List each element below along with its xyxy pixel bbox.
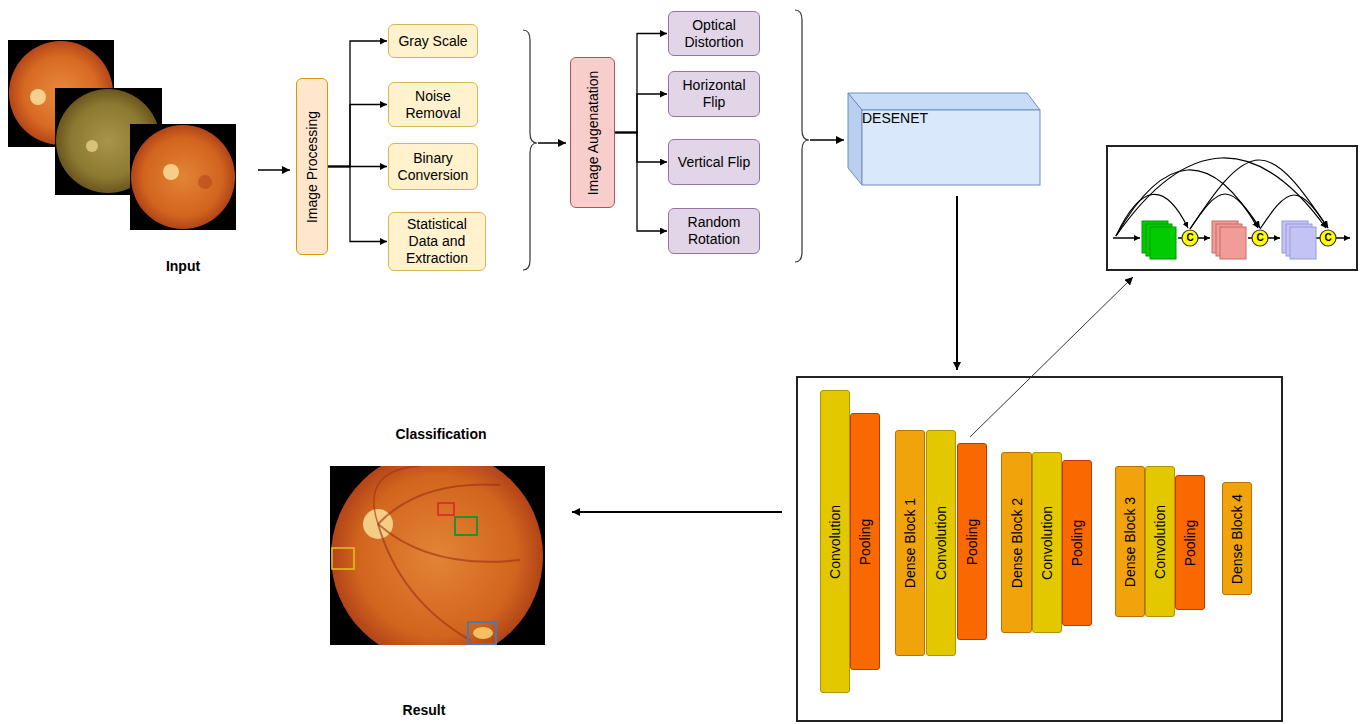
brace bbox=[523, 30, 537, 270]
flow-arrow bbox=[572, 511, 782, 513]
model-block: DESENET bbox=[862, 110, 1050, 185]
concat-circle: C bbox=[1319, 229, 1337, 247]
connector-arrow bbox=[1190, 160, 1328, 229]
step-box: Optical Distortion bbox=[668, 11, 760, 56]
caption-label: Classification bbox=[395, 426, 486, 442]
layer-bar: Dense Block 3 bbox=[1115, 466, 1145, 617]
node-label: Optical Distortion bbox=[673, 17, 755, 51]
layer-bar: Pooling bbox=[850, 413, 880, 670]
step-box: Horizontal Flip bbox=[668, 71, 760, 117]
concat-symbol: C bbox=[1256, 233, 1263, 243]
connector-arrow bbox=[615, 94, 667, 133]
connector-arrow bbox=[328, 167, 387, 242]
node-label: Dense Block 1 bbox=[902, 498, 919, 588]
caption-label: Input bbox=[166, 258, 200, 274]
connector-arrow bbox=[328, 41, 387, 167]
node-label: Horizontal Flip bbox=[673, 77, 755, 111]
process-box: Image Augenatation bbox=[570, 57, 615, 208]
step-box: Random Rotation bbox=[668, 208, 760, 254]
concat-symbol: C bbox=[1186, 233, 1193, 243]
node-label: Random Rotation bbox=[673, 214, 755, 248]
layer-bar: Convolution bbox=[926, 430, 956, 656]
flow-arrow bbox=[956, 196, 958, 370]
node-label: DESENET bbox=[862, 110, 1050, 127]
flow-arrow bbox=[538, 142, 566, 144]
layer-bar: Convolution bbox=[1145, 466, 1175, 617]
node-label: Gray Scale bbox=[398, 33, 467, 50]
layer-bar: Dense Block 4 bbox=[1222, 482, 1252, 595]
layer-bar: Dense Block 2 bbox=[1001, 452, 1032, 633]
layer-bar: Convolution bbox=[820, 390, 850, 693]
layer-bar: Pooling bbox=[1175, 475, 1205, 610]
node-label: Dense Block 3 bbox=[1122, 496, 1139, 586]
connector-arrow bbox=[1260, 195, 1328, 229]
node-label: Convolution bbox=[1039, 506, 1056, 580]
flow-arrow bbox=[810, 139, 844, 141]
layer-bar: Convolution bbox=[1032, 452, 1062, 633]
node-label: Noise Removal bbox=[393, 88, 473, 122]
step-box: Gray Scale bbox=[388, 24, 478, 58]
leader-arrow bbox=[970, 277, 1133, 437]
step-box: Binary Conversion bbox=[388, 143, 478, 190]
node-label: Binary Conversion bbox=[393, 150, 473, 184]
node-label: Pooling bbox=[1182, 519, 1199, 566]
brace bbox=[795, 10, 809, 262]
concat-symbol: C bbox=[1324, 233, 1331, 243]
layer-bar: Dense Block 1 bbox=[895, 430, 925, 656]
concat-circle: C bbox=[1181, 229, 1199, 247]
step-box: Vertical Flip bbox=[668, 139, 760, 185]
node-label: Statistical Data and Extraction bbox=[393, 216, 481, 266]
node-label: Pooling bbox=[1069, 520, 1086, 567]
step-box: Statistical Data and Extraction bbox=[388, 212, 486, 270]
layer-bar: Pooling bbox=[1062, 460, 1092, 626]
node-label: Convolution bbox=[933, 506, 950, 580]
node-label: Image Augenatation bbox=[584, 70, 601, 195]
fundus-image bbox=[130, 124, 236, 230]
node-label: Convolution bbox=[827, 505, 844, 579]
process-box: Image Processing bbox=[296, 78, 328, 255]
concat-circle: C bbox=[1251, 229, 1269, 247]
step-box: Noise Removal bbox=[388, 82, 478, 127]
connector-arrow bbox=[1190, 194, 1260, 229]
node-label: Image Processing bbox=[304, 110, 321, 222]
node-label: Dense Block 2 bbox=[1008, 497, 1025, 587]
connector-arrow bbox=[328, 105, 387, 167]
node-label: Pooling bbox=[857, 518, 874, 565]
network-panel bbox=[797, 377, 1282, 721]
flow-arrow bbox=[258, 169, 290, 171]
connector-arrow bbox=[615, 133, 667, 232]
layer-bar: Pooling bbox=[957, 443, 987, 640]
node-label: Pooling bbox=[964, 518, 981, 565]
connector-arrow bbox=[615, 34, 667, 133]
node-label: Convolution bbox=[1152, 505, 1169, 579]
result-image bbox=[330, 450, 545, 662]
node-label: Dense Block 4 bbox=[1229, 493, 1246, 583]
caption-label: Result bbox=[403, 702, 446, 718]
node-label: Vertical Flip bbox=[678, 154, 750, 171]
connector-arrow bbox=[615, 133, 667, 163]
dense-block-inset bbox=[1107, 146, 1357, 270]
